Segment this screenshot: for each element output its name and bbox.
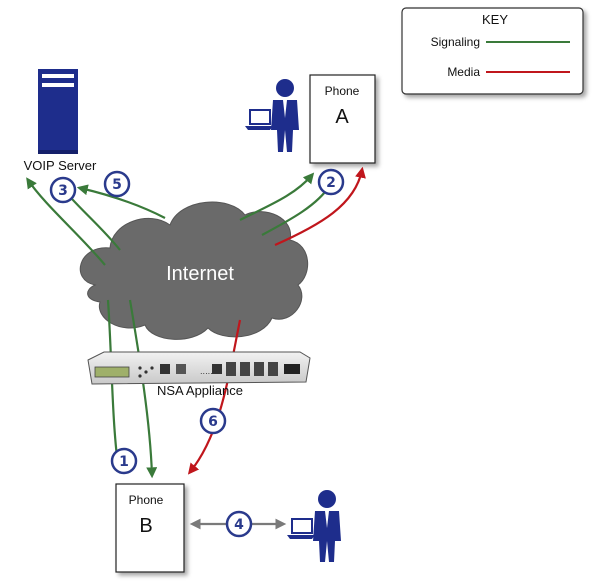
step-5-badge: 5 bbox=[103, 170, 131, 198]
appliance-icon: ..... bbox=[87, 351, 311, 385]
step-6-number: 6 bbox=[208, 414, 218, 430]
svg-text:.....: ..... bbox=[200, 367, 213, 376]
appliance-label: NSA Appliance bbox=[157, 383, 243, 398]
voip-server: VOIP Server bbox=[24, 69, 97, 173]
user-b bbox=[287, 490, 341, 562]
phone-b-line1: Phone bbox=[129, 493, 164, 507]
step-1-badge: 1 bbox=[110, 447, 138, 475]
step-4-badge: 4 bbox=[225, 510, 253, 538]
step-4-number: 4 bbox=[234, 517, 244, 533]
media-path-up bbox=[274, 166, 366, 247]
phone-b: Phone B bbox=[115, 483, 185, 573]
cloud-icon: Internet bbox=[79, 201, 309, 340]
person-icon bbox=[271, 79, 299, 152]
signal-path-1 bbox=[106, 299, 120, 466]
phone-b-line2: B bbox=[139, 515, 152, 537]
signal-path-2 bbox=[239, 172, 315, 221]
signal-path-3 bbox=[26, 177, 106, 266]
step-2-badge: 2 bbox=[317, 168, 345, 196]
key-legend: KEY Signaling Media bbox=[401, 7, 584, 95]
user-a bbox=[245, 79, 299, 152]
laptop-icon bbox=[287, 518, 315, 539]
step-3-badge: 3 bbox=[49, 176, 77, 204]
server-icon bbox=[38, 69, 78, 154]
media-paths bbox=[187, 166, 366, 475]
step-3-number: 3 bbox=[58, 183, 68, 199]
step-6-badge: 6 bbox=[199, 407, 227, 435]
signal-path-1b bbox=[128, 299, 158, 479]
key-media-label: Media bbox=[447, 65, 480, 79]
phone-a: Phone A bbox=[309, 74, 376, 164]
step-5-number: 5 bbox=[112, 177, 122, 193]
person-icon bbox=[313, 490, 341, 562]
phone-a-line1: Phone bbox=[325, 84, 360, 98]
step-1-number: 1 bbox=[119, 454, 129, 470]
key-title: KEY bbox=[482, 12, 508, 27]
media-path-down bbox=[187, 319, 242, 475]
phone-a-line2: A bbox=[335, 106, 349, 128]
step-circles: 1 2 3 4 5 6 bbox=[49, 168, 345, 538]
internet-label: Internet bbox=[166, 263, 234, 285]
laptop-icon bbox=[245, 109, 273, 130]
step-2-number: 2 bbox=[326, 175, 336, 191]
voip-server-label: VOIP Server bbox=[24, 158, 97, 173]
key-signaling-label: Signaling bbox=[431, 35, 480, 49]
signal-path-5 bbox=[76, 184, 166, 219]
